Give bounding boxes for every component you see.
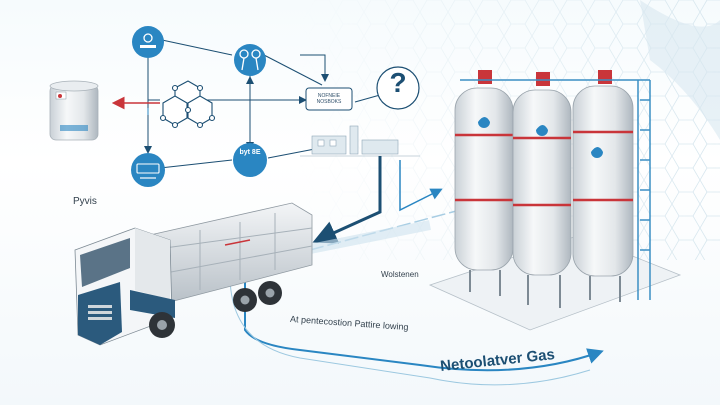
molecule-network-icon <box>159 80 216 129</box>
question-node <box>376 66 420 110</box>
left-caption: Pyvis <box>73 196 97 207</box>
box-node <box>305 87 353 111</box>
box-node-label: NOFNEIE NOSBOKS <box>316 93 342 105</box>
silo-ladder <box>460 79 651 300</box>
chart-node <box>233 143 267 177</box>
factory-icon <box>300 125 420 157</box>
question-icon: ? <box>389 67 407 98</box>
trailer <box>149 202 313 303</box>
silo-1 <box>454 70 514 271</box>
truck-cab <box>74 227 175 346</box>
mid-caption: Wolstenen <box>381 270 419 279</box>
gear-node <box>234 44 266 76</box>
left-storage-tank <box>49 80 99 141</box>
silo-3 <box>572 70 634 277</box>
report-node <box>131 153 165 187</box>
silo-2 <box>512 72 572 276</box>
people-node <box>132 26 164 58</box>
truck-wheels <box>149 281 282 338</box>
silo-legs <box>469 270 621 308</box>
chart-node-label: byt 8E <box>239 149 261 156</box>
